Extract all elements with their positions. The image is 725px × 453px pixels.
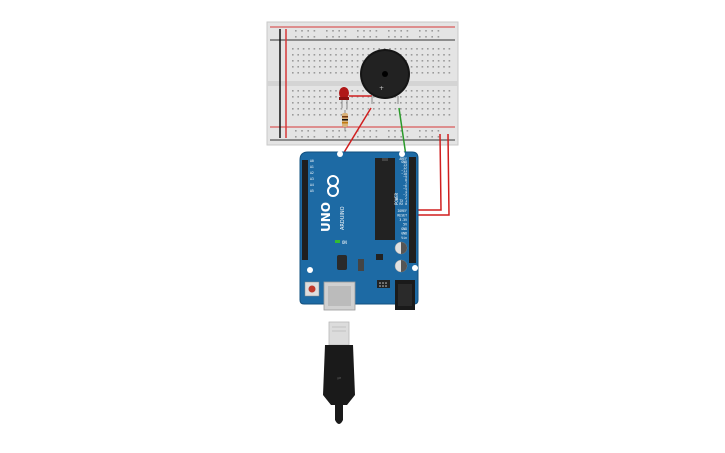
pin-label: GND	[401, 227, 407, 231]
pin-label: A2	[310, 171, 314, 175]
pin-label: A5	[310, 189, 314, 193]
pin-label: A1	[310, 165, 314, 169]
usb-plug-metal	[328, 321, 350, 346]
led[interactable]	[339, 87, 349, 108]
pin-label: Vin	[401, 236, 407, 240]
usb-cable[interactable]: ⇌	[323, 321, 355, 424]
power-header[interactable]	[409, 205, 416, 263]
pin-label: ~3	[403, 193, 407, 197]
usb-cable-strain-relief	[335, 405, 343, 424]
crystal-oscillator	[337, 255, 347, 270]
mounting-hole	[399, 151, 405, 157]
on-led	[335, 240, 340, 243]
pin-label: 2	[405, 196, 407, 200]
pin-label: ~5	[403, 187, 407, 191]
digital-header[interactable]	[409, 157, 416, 205]
power-section-label: POWER	[394, 192, 399, 205]
wire-red-power-1[interactable]	[418, 133, 442, 211]
pin-label: A4	[310, 183, 314, 187]
arduino-logo-icon	[327, 175, 339, 197]
pin-label: TX 1	[399, 199, 407, 203]
mounting-hole	[307, 267, 313, 273]
analog-header[interactable]	[302, 160, 308, 260]
mounting-hole	[337, 151, 343, 157]
voltage-regulator	[358, 259, 364, 271]
resistor[interactable]	[342, 110, 348, 131]
pin-label: 4	[405, 190, 407, 194]
pin-label: 7	[405, 181, 407, 185]
arduino-uno[interactable]: UNO ARDUINO ON AREFGND1312~11~10~987~6~5…	[299, 151, 419, 311]
pin-label: 3.3V	[399, 218, 407, 222]
pin-label: A3	[310, 177, 314, 181]
pin-label: RESET	[397, 214, 407, 218]
svg-text:+: +	[379, 85, 384, 92]
pin-label: A0	[310, 159, 314, 163]
wire-red-power-2[interactable]	[418, 133, 450, 216]
pin-label: ~10	[401, 172, 407, 176]
usb-plug-housing	[323, 345, 355, 405]
pin-label: GND	[401, 160, 407, 164]
reset-button-cap[interactable]	[308, 285, 316, 293]
icsp-header	[377, 280, 390, 288]
pin-label: 12	[403, 166, 407, 170]
chip-notch	[382, 158, 388, 161]
pin-label: GND	[401, 232, 407, 236]
pin-label: RX 0	[399, 202, 407, 206]
on-led-label: ON	[342, 240, 347, 245]
model-label: UNO	[319, 202, 333, 232]
piezo-buzzer[interactable]: +	[360, 49, 410, 104]
usb-symbol-icon: ⇌	[337, 376, 341, 382]
pin-label: 5V	[403, 223, 407, 227]
brand-label: ARDUINO	[340, 206, 346, 230]
pin-label: ~6	[403, 184, 407, 188]
small-ic	[376, 254, 383, 260]
pin-label: 13	[403, 163, 407, 167]
pin-label: 8	[405, 178, 407, 182]
pin-label: IOREF	[397, 209, 407, 213]
pin-label: ~11	[401, 169, 407, 173]
mounting-hole	[412, 265, 418, 271]
pin-label: AREF	[399, 157, 407, 161]
pin-label: ~9	[403, 175, 407, 179]
atmega-chip	[375, 158, 395, 240]
